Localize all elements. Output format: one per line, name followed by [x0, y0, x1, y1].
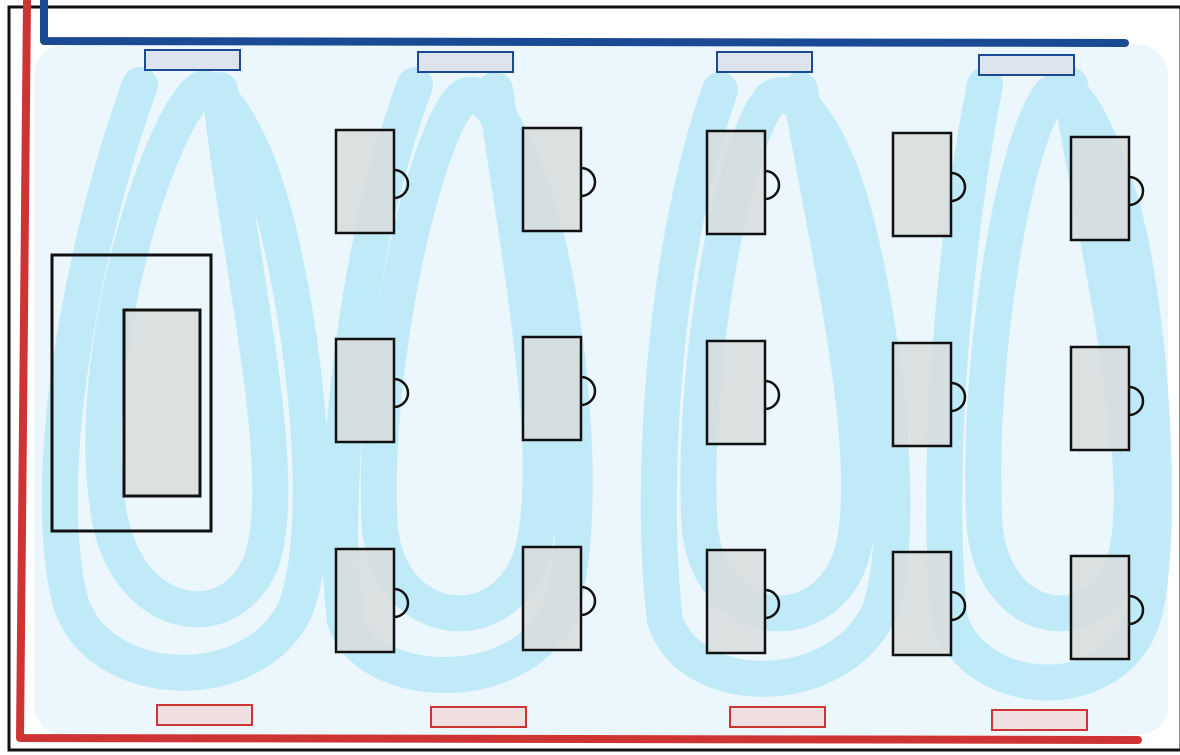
return-vent: [156, 704, 253, 726]
desk-top: [1069, 554, 1131, 661]
student-desk: [334, 547, 410, 654]
chair: [1128, 385, 1145, 417]
student-desk: [521, 126, 597, 233]
student-desk: [1069, 554, 1145, 661]
desk-top: [334, 337, 396, 444]
chair: [1128, 175, 1145, 207]
student-desk: [891, 341, 967, 448]
student-desk: [521, 335, 597, 442]
chair: [393, 377, 410, 409]
desk-top: [334, 128, 396, 235]
chair: [580, 585, 597, 617]
desk-top: [521, 545, 583, 652]
student-desk: [1069, 345, 1145, 452]
student-desks: [334, 126, 1145, 661]
student-desk: [705, 129, 781, 236]
student-desk: [1069, 135, 1145, 242]
desk-top: [334, 547, 396, 654]
student-desk: [891, 131, 967, 238]
chair: [580, 166, 597, 198]
supply-vent: [144, 49, 241, 71]
supply-vent: [417, 51, 514, 73]
supply-duct: [40, 0, 1129, 47]
desk-top: [891, 550, 953, 657]
supply-vent: [978, 54, 1075, 76]
student-desk: [705, 548, 781, 655]
student-desk: [891, 550, 967, 657]
chair: [1128, 594, 1145, 626]
chair: [764, 379, 781, 411]
teacher-desk-outer: [50, 253, 213, 533]
return-duct: [16, 0, 1142, 744]
desk-top: [521, 335, 583, 442]
desk-top: [1069, 345, 1131, 452]
chair: [950, 381, 967, 413]
return-vent: [430, 706, 527, 728]
teacher-desk-inner: [122, 308, 202, 498]
desk-top: [891, 341, 953, 448]
desk-top: [1069, 135, 1131, 242]
student-desk: [334, 128, 410, 235]
chair: [393, 587, 410, 619]
student-desk: [334, 337, 410, 444]
vents: [144, 49, 1088, 731]
desk-top: [705, 129, 767, 236]
chair: [580, 375, 597, 407]
chair: [764, 588, 781, 620]
teacher-desk: [50, 253, 213, 533]
chair: [950, 171, 967, 203]
desk-top: [705, 339, 767, 446]
desk-top: [891, 131, 953, 238]
desk-top: [705, 548, 767, 655]
student-desk: [705, 339, 781, 446]
chair: [764, 169, 781, 201]
return-vent: [729, 706, 826, 728]
return-vent: [991, 709, 1088, 731]
student-desk: [521, 545, 597, 652]
airflow-loop-3: [640, 72, 911, 697]
chair: [393, 168, 410, 200]
supply-vent: [716, 51, 813, 73]
airflow-loop-1: [41, 67, 329, 691]
chair: [950, 590, 967, 622]
desk-top: [521, 126, 583, 233]
